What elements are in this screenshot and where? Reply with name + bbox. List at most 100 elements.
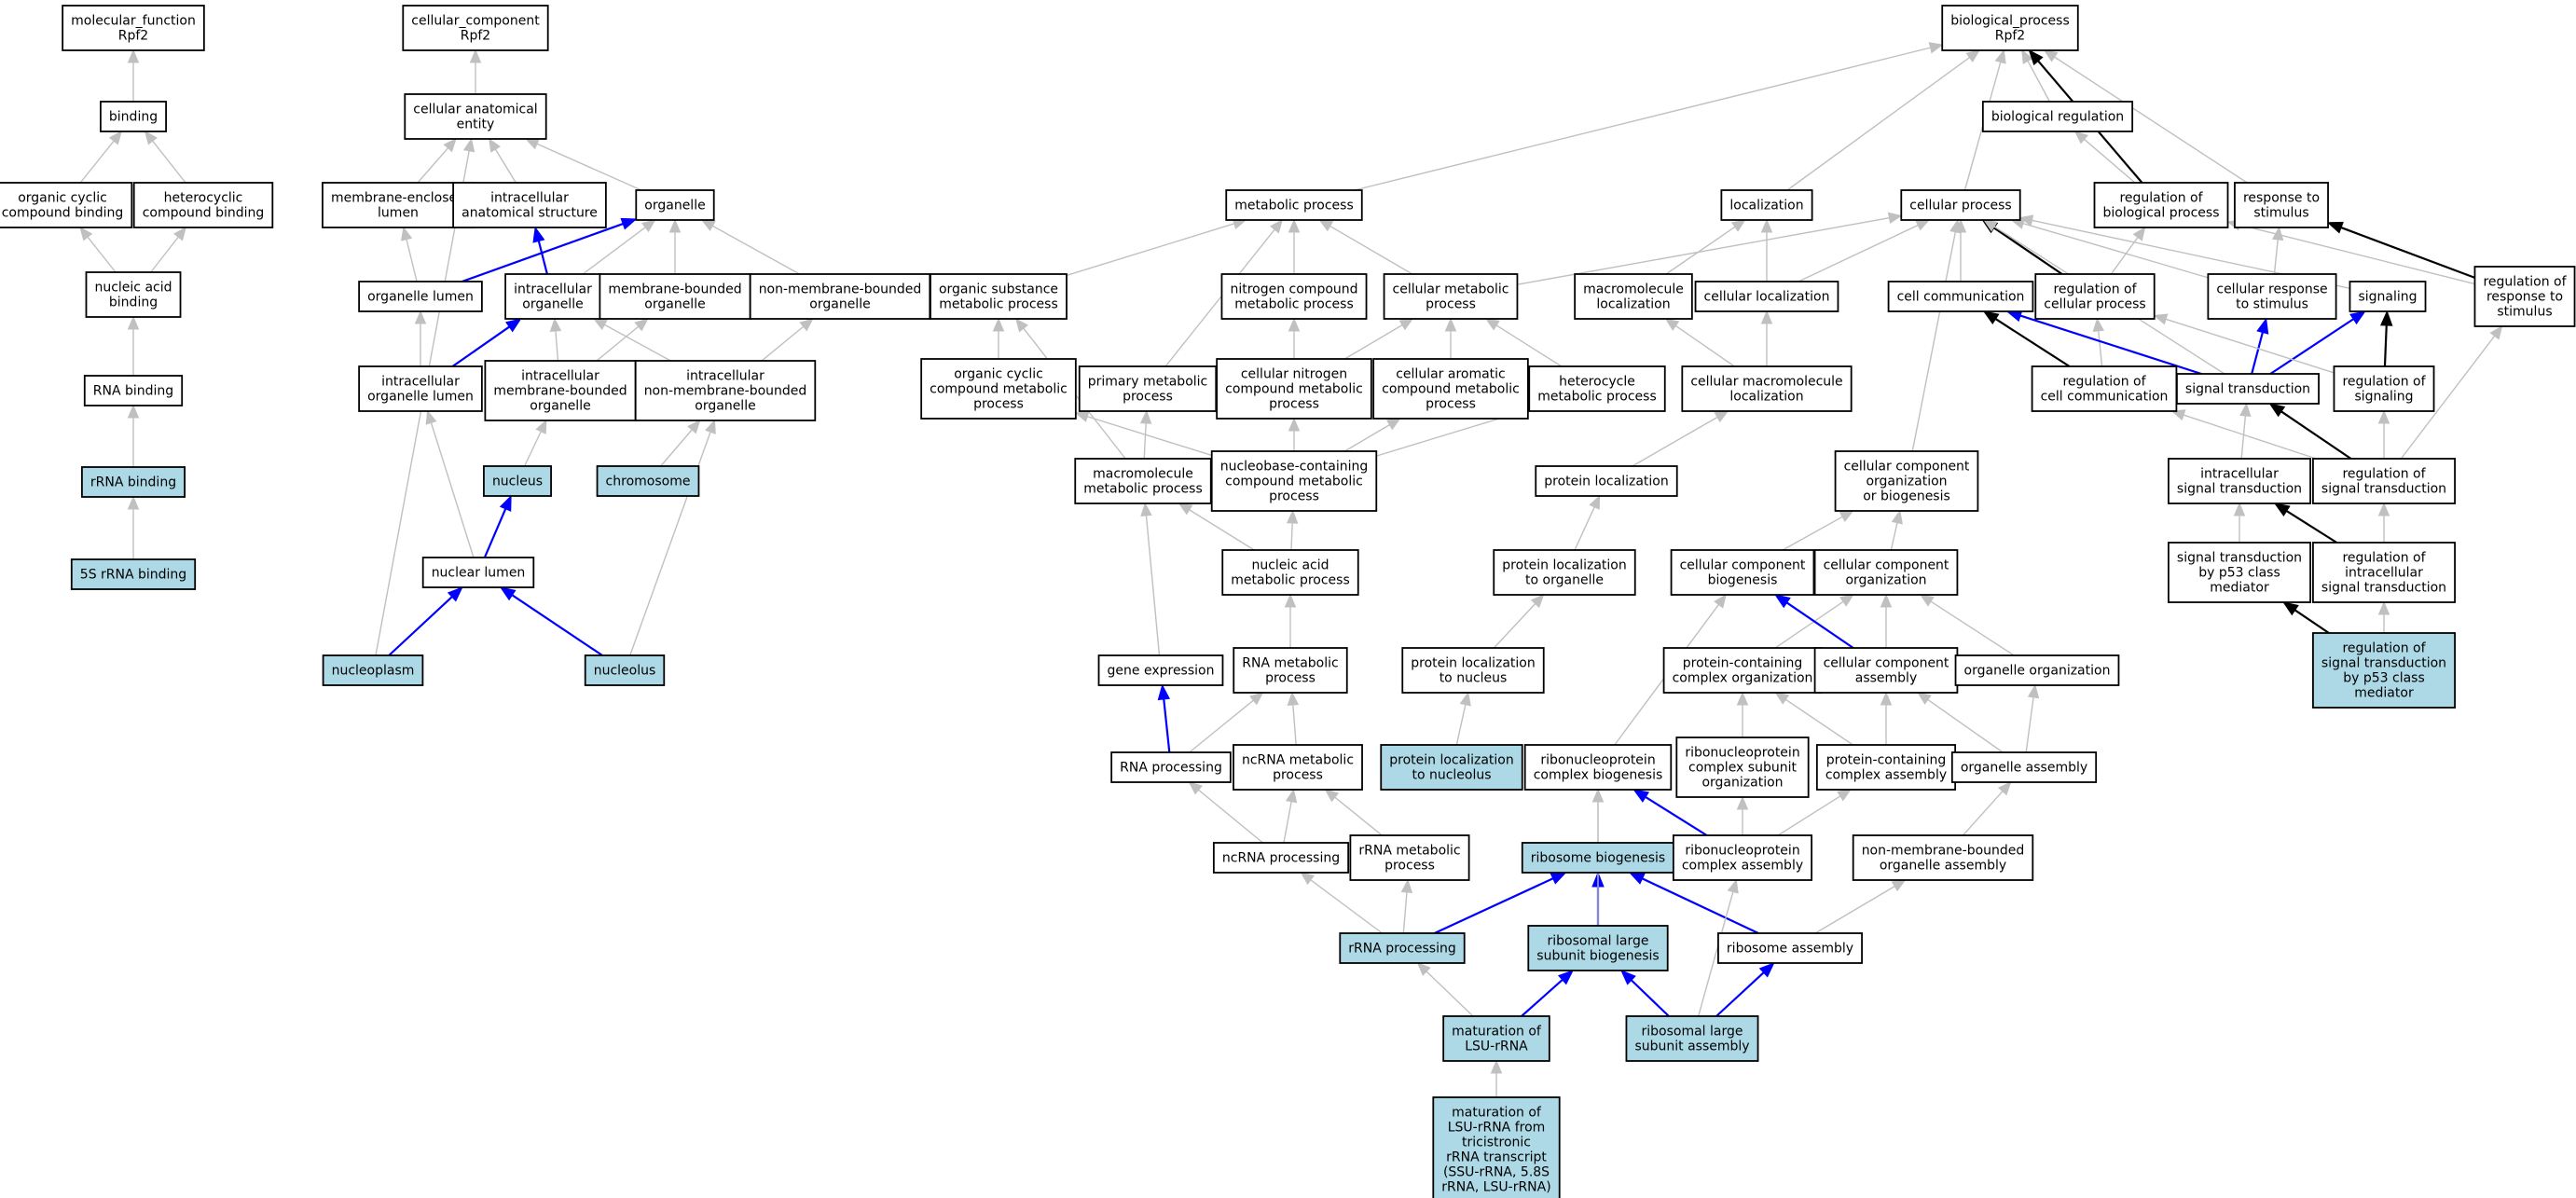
go-term-node-5s-rrna-binding[interactable]: 5S rRNA binding (70, 558, 197, 590)
go-term-node-intracellular-nmb-organelle[interactable]: intracellularnon-membrane-boundedorganel… (634, 360, 817, 421)
edge-intracellular-organelle-to-organelle (582, 227, 646, 275)
go-term-node-rna-binding[interactable]: RNA binding (83, 375, 184, 406)
go-term-node-organelle-assembly[interactable]: organelle assembly (1950, 751, 2098, 783)
edge-arrowhead (1774, 692, 1790, 705)
go-term-node-localization[interactable]: localization (1720, 189, 1813, 221)
node-box (1527, 925, 1669, 971)
go-term-node-biological-regulation[interactable]: biological regulation (1981, 101, 2134, 132)
node-label-line: organelle (809, 296, 870, 311)
node-label-line: binding (109, 109, 158, 124)
edge-arrowhead (1318, 219, 1334, 232)
go-term-node-rrna-processing[interactable]: rRNA processing (1339, 932, 1466, 964)
go-term-node-nucleus[interactable]: nucleus (483, 465, 552, 497)
go-term-node-signal-transduction[interactable]: signal transduction (2176, 373, 2320, 405)
go-term-node-signaling[interactable]: signaling (2349, 281, 2427, 312)
go-term-node-chromosome[interactable]: chromosome (596, 465, 700, 497)
go-term-node-organelle-organization[interactable]: organelle organization (1954, 654, 2120, 686)
go-term-node-rna-processing[interactable]: RNA processing (1110, 751, 1232, 783)
go-term-node-ribosome-biogenesis[interactable]: ribosome biogenesis (1521, 842, 1675, 874)
node-label-line: signal transduction (2321, 481, 2446, 496)
go-term-node-metabolic-process[interactable]: metabolic process (1225, 189, 1363, 221)
go-term-node-gene-expression[interactable]: gene expression (1097, 654, 1224, 686)
go-term-node-ribosome-assembly[interactable]: ribosome assembly (1717, 932, 1863, 964)
go-term-node-cellular-localization[interactable]: cellular localization (1694, 281, 1839, 312)
go-term-node-cellular-process[interactable]: cellular process (1900, 189, 2021, 221)
go-term-node-cell-communication[interactable]: cell communication (1887, 281, 2034, 312)
node-label-line: organization (1866, 474, 1947, 489)
node-label-line: organic cyclic (954, 366, 1043, 381)
go-term-node-nuclear-lumen[interactable]: nuclear lumen (421, 557, 535, 588)
edge-intracellular-organelle-lumen-to-intracellular-organelle (451, 325, 510, 367)
go-term-node-organelle[interactable]: organelle (635, 189, 715, 221)
go-term-node-binding[interactable]: binding (100, 101, 167, 132)
edge-arrowhead (1288, 218, 1301, 233)
go-term-node-protein-localization[interactable]: protein localization (1535, 465, 1678, 497)
go-term-node-organelle-lumen[interactable]: organelle lumen (358, 281, 483, 312)
go-term-node-nucleoplasm[interactable]: nucleoplasm (322, 654, 424, 686)
go-term-node-rrna-binding[interactable]: rRNA binding (81, 466, 186, 498)
node-box (1383, 273, 1519, 320)
go-term-node-nucleolus[interactable]: nucleolus (584, 654, 666, 686)
go-term-node-ncrna-processing[interactable]: ncRNA processing (1212, 842, 1350, 874)
